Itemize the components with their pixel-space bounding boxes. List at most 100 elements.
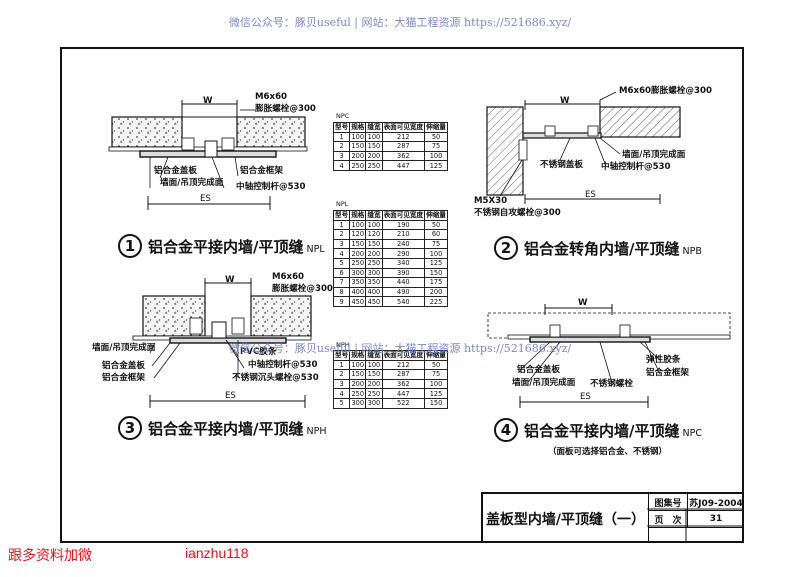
- d3-finish-label: 墙面/吊顶完成面: [92, 343, 156, 353]
- table-cell: 100: [365, 219, 383, 231]
- table-cell: 150: [424, 397, 448, 409]
- d3-bolt-label: M6x60: [272, 272, 305, 282]
- table-cell: 362: [381, 150, 426, 162]
- table-cell: 340: [381, 257, 426, 269]
- table-header-cell: 规格: [349, 210, 367, 221]
- d4-frame-label: 铝合金框架: [646, 368, 689, 378]
- table-cell: 150: [349, 369, 367, 380]
- watermark-top: 微信公众号：豚贝useful | 网站：大猫工程资源 https://52168…: [228, 16, 572, 29]
- table-cell: 290: [381, 248, 426, 259]
- table-cell: 100: [424, 150, 448, 162]
- table-header-cell: 型号: [332, 210, 351, 221]
- detail-4-note: （面板可选择铝合金、不锈钢）: [548, 447, 668, 457]
- d2-rod-label: 中轴控制杆@530: [601, 162, 671, 172]
- table-cell: 287: [381, 369, 426, 380]
- drawing-frame: [60, 47, 744, 543]
- table-cell: 250: [349, 160, 367, 171]
- d3-frame-label: 铝合金框架: [102, 373, 145, 383]
- detail-3-drawing: [132, 278, 312, 408]
- d2-plate-label: 不锈钢盖板: [540, 160, 583, 170]
- table-cell: 450: [365, 296, 383, 307]
- watermark-bottom: 微信公众号：豚贝useful | 网站：大猫工程资源 https://52168…: [228, 342, 572, 355]
- d3-screw-label: 不锈钢沉头螺栓@530: [232, 373, 319, 383]
- d4-finish-label: 墙面/吊顶完成面: [512, 378, 576, 388]
- table-cell: 240: [381, 238, 426, 250]
- table-cell: 1: [332, 359, 351, 371]
- table-cell: 447: [381, 160, 426, 171]
- table-cell: 250: [349, 257, 367, 269]
- table-cell: 4: [332, 160, 351, 171]
- table-cell: 1: [332, 219, 351, 231]
- detail-1-drawing: [108, 100, 308, 210]
- table-cell: 390: [381, 267, 426, 279]
- detail-title-text: 铝合金平接内墙/平顶缝: [148, 237, 304, 256]
- atlas-label: 图集号: [649, 494, 688, 511]
- table-cell: 350: [365, 277, 383, 288]
- table-cell: 4: [332, 388, 351, 399]
- d2-m5-label: M5X30: [474, 196, 508, 206]
- d4-es-label: ES: [580, 392, 591, 402]
- d1-plate-label: 铝合金盖板: [154, 166, 197, 176]
- table-cell: 250: [365, 388, 383, 399]
- d2-w-label: W: [560, 96, 570, 106]
- detail-code: NPB: [682, 245, 702, 257]
- table-cell: 150: [365, 369, 383, 380]
- table-cell: 50: [424, 131, 448, 143]
- d1-finish-label: 墙面/吊顶完成面: [160, 178, 224, 188]
- atlas-value: 苏J09-2004: [688, 494, 744, 511]
- table-header-cell: 伸缩量: [424, 210, 448, 221]
- d4-strip-label: 弹性胶条: [646, 355, 681, 365]
- table-cell: 125: [424, 257, 448, 269]
- footer-text-right: ianzhu118: [185, 545, 249, 561]
- table-cell: 9: [332, 296, 351, 307]
- table-cell: 250: [365, 257, 383, 269]
- table-header-cell: 型号: [332, 122, 351, 133]
- table-cell: 250: [349, 388, 367, 399]
- table-cell: 75: [424, 238, 448, 250]
- table-cell: 100: [424, 248, 448, 259]
- detail-title-text: 铝合金平接内墙/平顶缝: [148, 419, 304, 438]
- detail-4-drawing: [487, 304, 731, 408]
- table-cell: 150: [349, 238, 367, 250]
- table-cell: 120: [365, 229, 383, 240]
- table-cell: 1: [332, 131, 351, 143]
- table-cell: 225: [424, 296, 448, 307]
- table-cell: 50: [424, 359, 448, 371]
- table-cell: 7: [332, 277, 351, 288]
- table-cell: 522: [381, 397, 426, 409]
- table-cell: 200: [365, 378, 383, 390]
- table-cell: 150: [349, 141, 367, 152]
- detail-title-text: 铝合金转角内墙/平顶缝: [524, 239, 680, 258]
- page-value: 31: [688, 511, 744, 528]
- drawing-title: 盖板型内墙/平顶缝（一）: [483, 494, 649, 543]
- table-cell: 5: [332, 397, 351, 409]
- table-cell: 150: [424, 267, 448, 279]
- table-cell: 100: [349, 131, 367, 143]
- table-cell: 400: [349, 286, 367, 298]
- table-nph-name: NPH: [336, 341, 350, 349]
- d3-bolt2-label: 膨胀螺栓@300: [272, 284, 333, 294]
- table-cell: 100: [424, 378, 448, 390]
- table-cell: 212: [381, 131, 426, 143]
- d1-frame-label: 铝合金框架: [240, 166, 283, 176]
- table-cell: 75: [424, 369, 448, 380]
- table-cell: 300: [349, 397, 367, 409]
- title-block: 盖板型内墙/平顶缝（一） 图集号 苏J09-2004 页 次 31: [481, 492, 744, 543]
- table-cell: 75: [424, 141, 448, 152]
- table-npc-name: NPC: [336, 112, 350, 120]
- d3-es-label: ES: [225, 391, 236, 401]
